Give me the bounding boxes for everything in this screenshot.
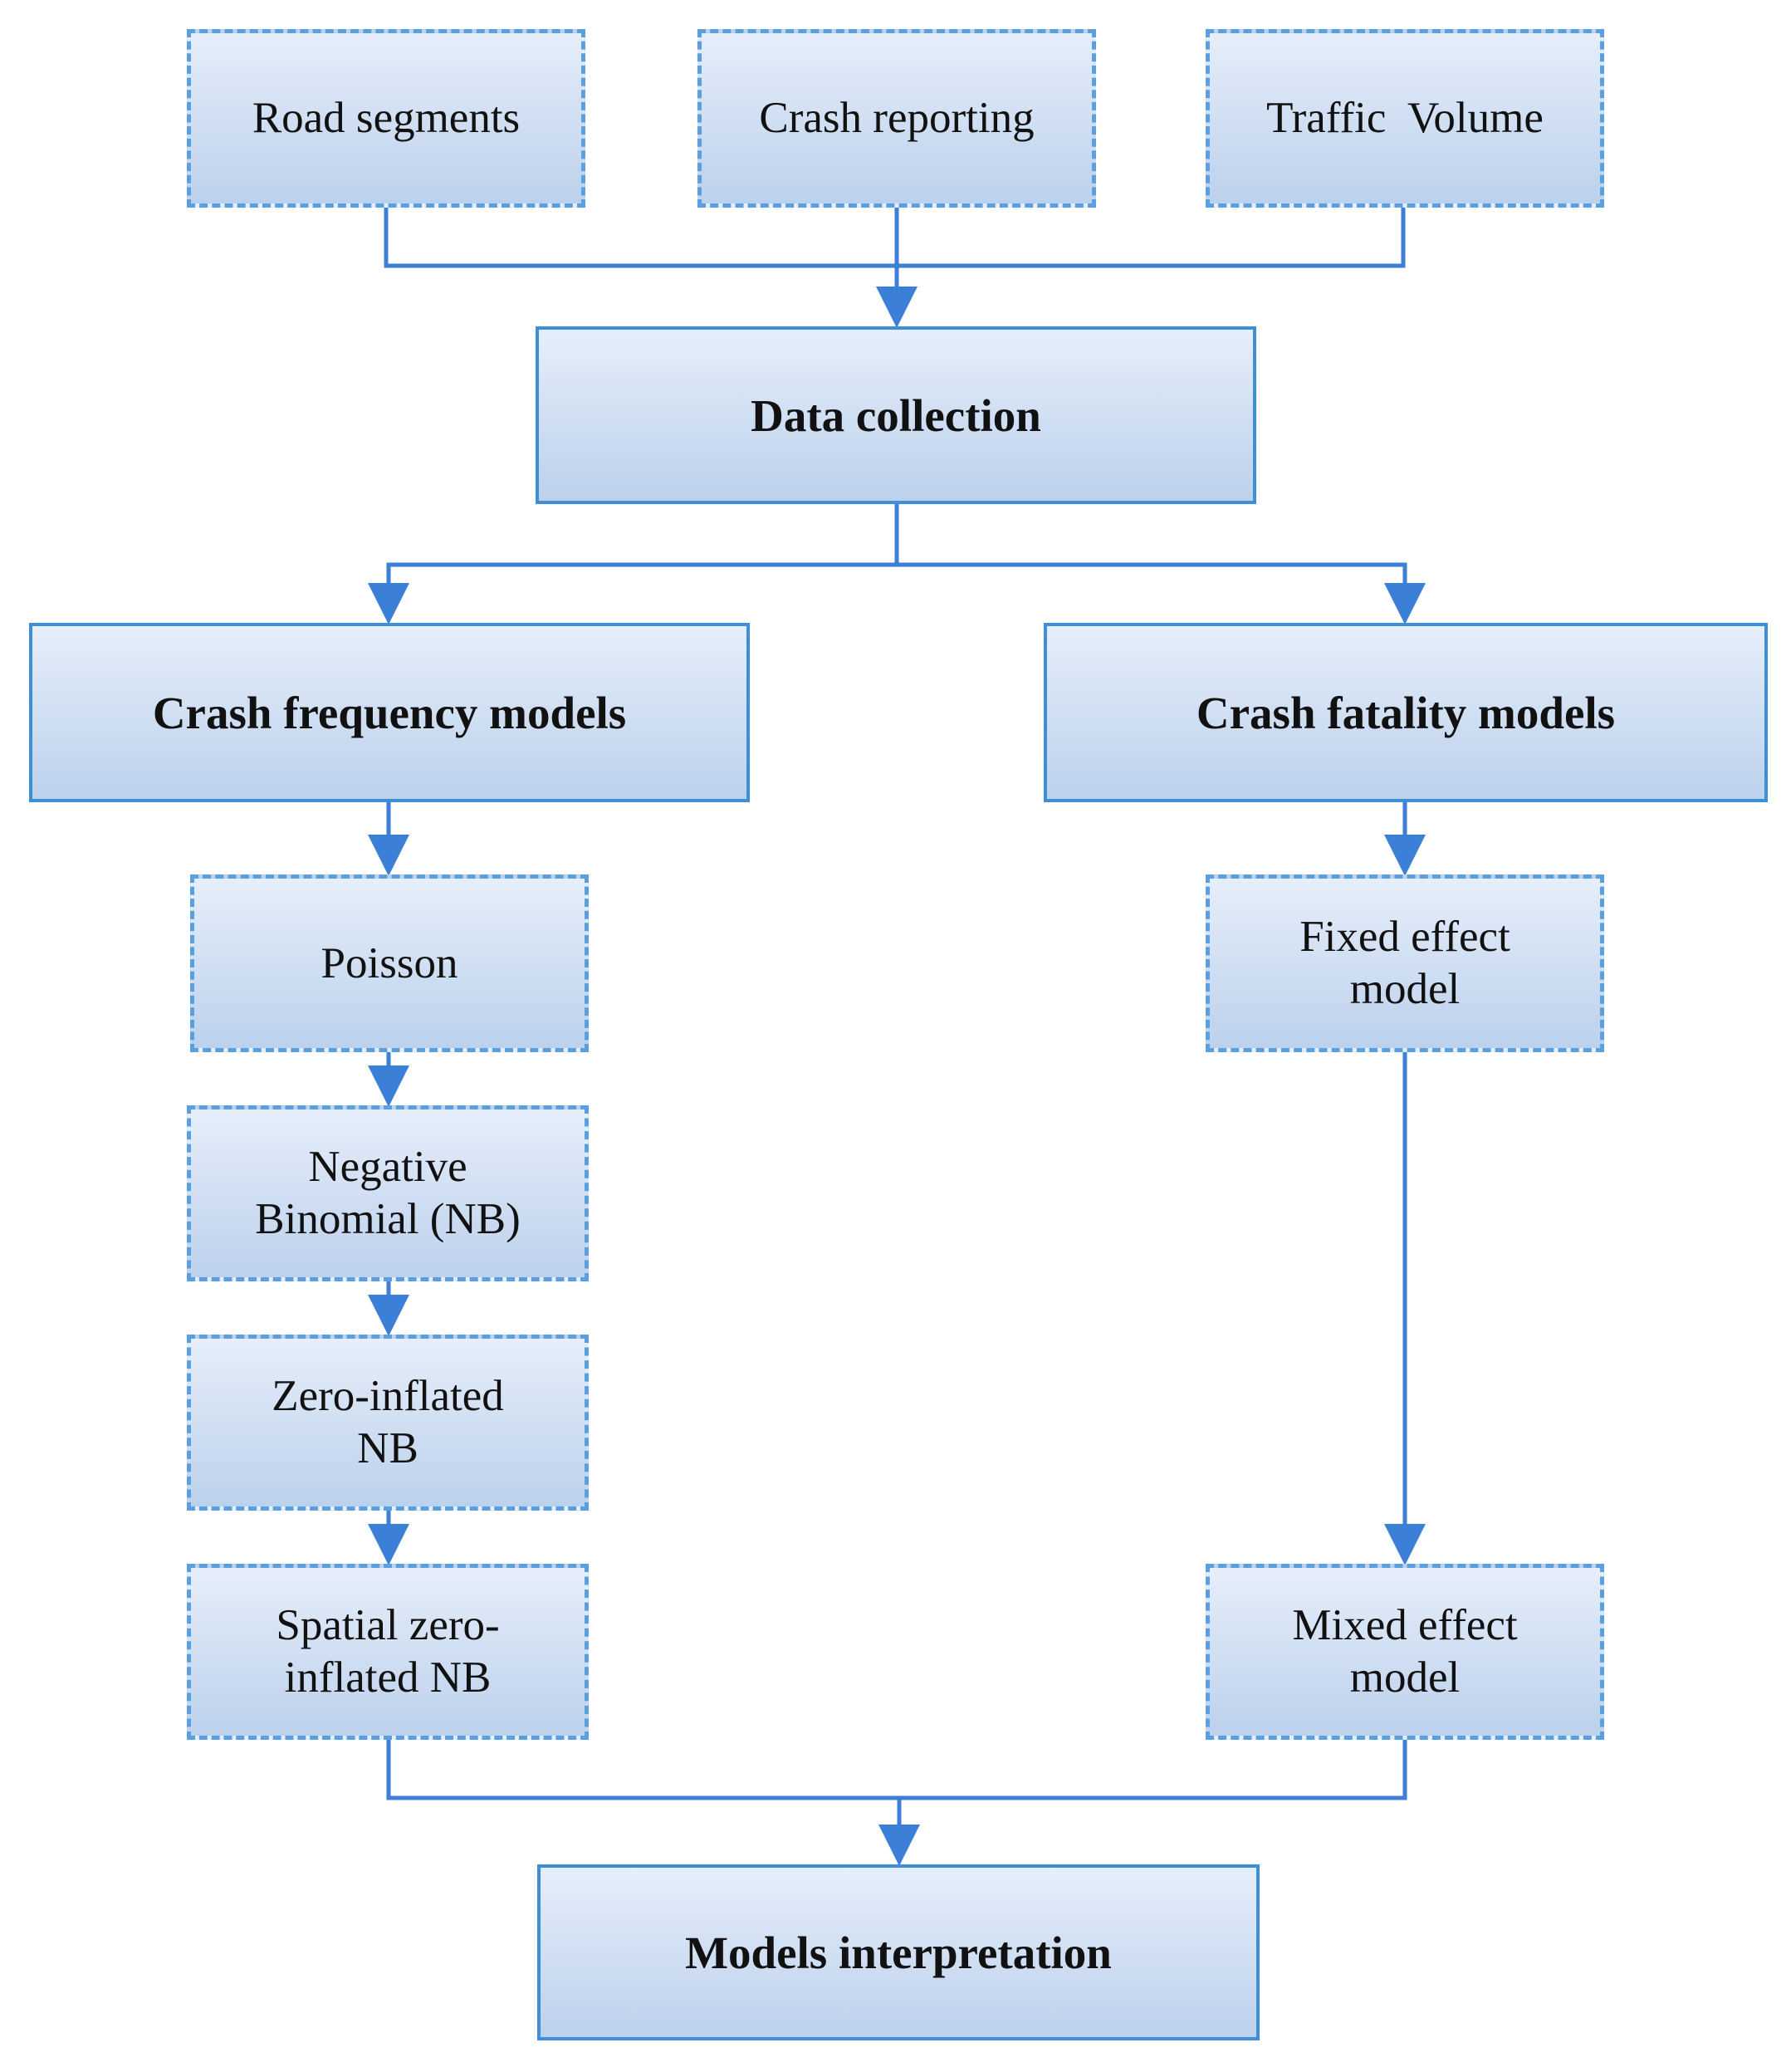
road-segments-node: Road segments <box>187 29 585 208</box>
fixed-effect-model-node: Fixed effect model <box>1206 874 1604 1052</box>
zero-inflated-nb-node: Zero-inflated NB <box>187 1335 589 1511</box>
spatial-zero-inflated-nb-label: Spatial zero- inflated NB <box>276 1601 500 1702</box>
crash-frequency-models-label: Crash frequency models <box>152 687 627 738</box>
edge-traffic-volume-to-data-collection <box>897 208 1406 268</box>
crash-frequency-models-node: Crash frequency models <box>29 623 750 802</box>
models-interpretation-node: Models interpretation <box>537 1864 1260 2040</box>
traffic-volume-node: Traffic Volume <box>1206 29 1604 208</box>
edge-spatial-to-models-interpretation <box>386 1740 899 1800</box>
crash-reporting-label: Crash reporting <box>759 94 1035 143</box>
mixed-effect-model-node: Mixed effect model <box>1206 1564 1604 1740</box>
models-interpretation-label: Models interpretation <box>685 1927 1112 1978</box>
negative-binomial-label: Negative Binomial (NB) <box>255 1143 521 1243</box>
crash-fatality-models-label: Crash fatality models <box>1196 687 1616 738</box>
poisson-label: Poisson <box>321 938 458 987</box>
data-collection-node: Data collection <box>536 326 1256 504</box>
crash-reporting-node: Crash reporting <box>697 29 1096 208</box>
crash-fatality-models-node: Crash fatality models <box>1044 623 1768 802</box>
spatial-zero-inflated-nb-node: Spatial zero- inflated NB <box>187 1564 589 1740</box>
data-collection-label: Data collection <box>751 389 1041 441</box>
edge-data-collection-to-crash-frequency <box>368 562 897 625</box>
edge-road-segments-to-data-collection <box>384 208 897 268</box>
road-segments-label: Road segments <box>252 94 521 143</box>
fixed-effect-model-label: Fixed effect model <box>1299 913 1510 1013</box>
zero-inflated-nb-label: Zero-inflated NB <box>272 1372 504 1472</box>
traffic-volume-label: Traffic Volume <box>1266 94 1544 143</box>
edge-data-collection-to-crash-fatality <box>897 562 1426 625</box>
poisson-node: Poisson <box>190 874 589 1052</box>
mixed-effect-model-label: Mixed effect model <box>1292 1601 1518 1702</box>
negative-binomial-node: Negative Binomial (NB) <box>187 1105 589 1281</box>
edge-mixed-effect-to-models-interpretation <box>899 1740 1407 1800</box>
